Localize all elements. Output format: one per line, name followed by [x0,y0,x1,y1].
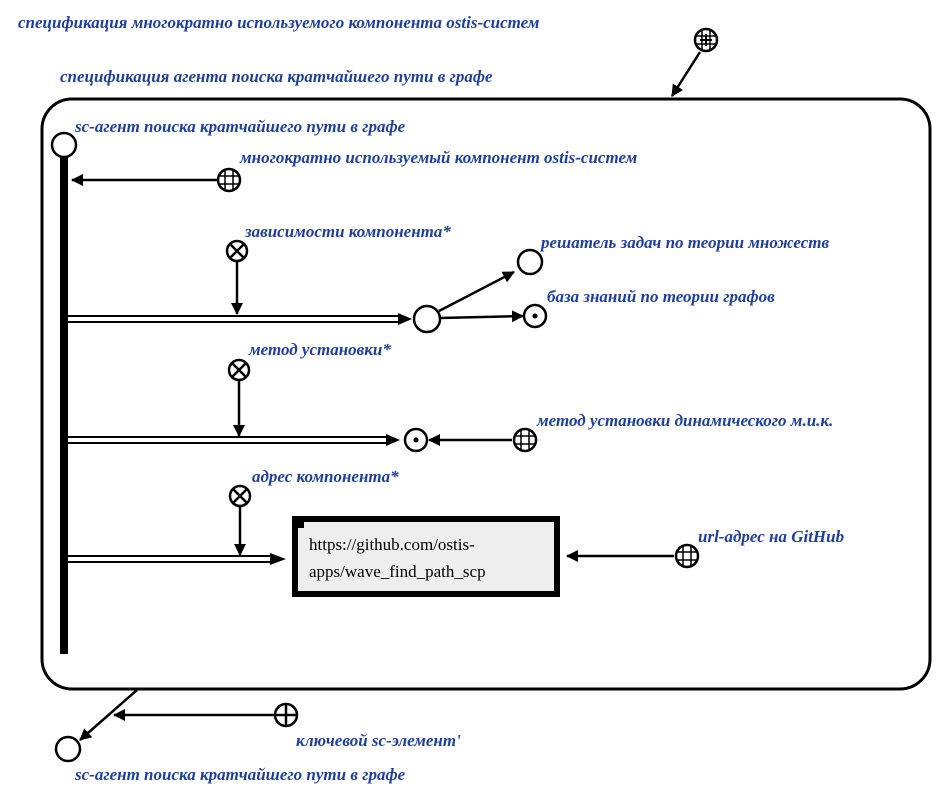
install-method-relation-node [227,358,251,382]
dependency-arc-kb [439,310,524,323]
outer-membership-arc [670,51,702,97]
dependencies-set-node [412,304,442,334]
url-class-node [674,543,700,569]
reusable-class-node [216,167,242,193]
address-common-arc [64,553,286,565]
address-relation-node [228,484,252,508]
agent-bus [60,157,68,654]
graph-kb-label: база знаний по теории графов [547,287,775,306]
address-relation-label: адрес компонента* [252,467,399,486]
bottom-agent-node [54,735,82,763]
agent-label: sc-агент поиска кратчайшего пути в графе [74,117,406,136]
set-solver-label: решатель задач по теории множеств [539,233,829,252]
bottom-agent-label: sc-агент поиска кратчайшего пути в графе [74,765,406,784]
contour-label: спецификация агента поиска кратчайшего п… [60,67,493,86]
contour-frame [40,97,932,691]
agent-node [50,131,78,159]
url-line-1: https://github.com/ostis- [309,535,475,554]
install-method-relation-label: метод установки* [248,340,391,359]
key-element-relation-node [273,702,299,728]
install-method-common-arc [64,434,400,446]
dependencies-common-arc [64,313,412,325]
install-method-class-label: метод установки динамического м.и.к. [536,411,833,430]
set-solver-node [516,248,544,276]
outer-class-node [693,27,719,53]
reusable-class-label: многократно используемый компонент ostis… [239,148,638,167]
install-method-class-node [512,427,538,453]
dependencies-relation-label: зависимости компонента* [244,222,451,241]
url-link-node [292,516,560,597]
install-method-value-node [403,427,429,453]
url-class-label: url-адрес на GitHub [698,527,844,546]
dependency-arc-solver [438,270,515,313]
url-line-2: apps/wave_find_path_scp [309,562,486,581]
contour-key-arc [79,689,138,741]
outer-structure-label: спецификация многократно используемого к… [18,13,540,32]
key-element-label: ключевой sc-элемент' [296,731,461,750]
dependencies-relation-node [225,239,249,263]
graph-kb-node [522,303,548,329]
